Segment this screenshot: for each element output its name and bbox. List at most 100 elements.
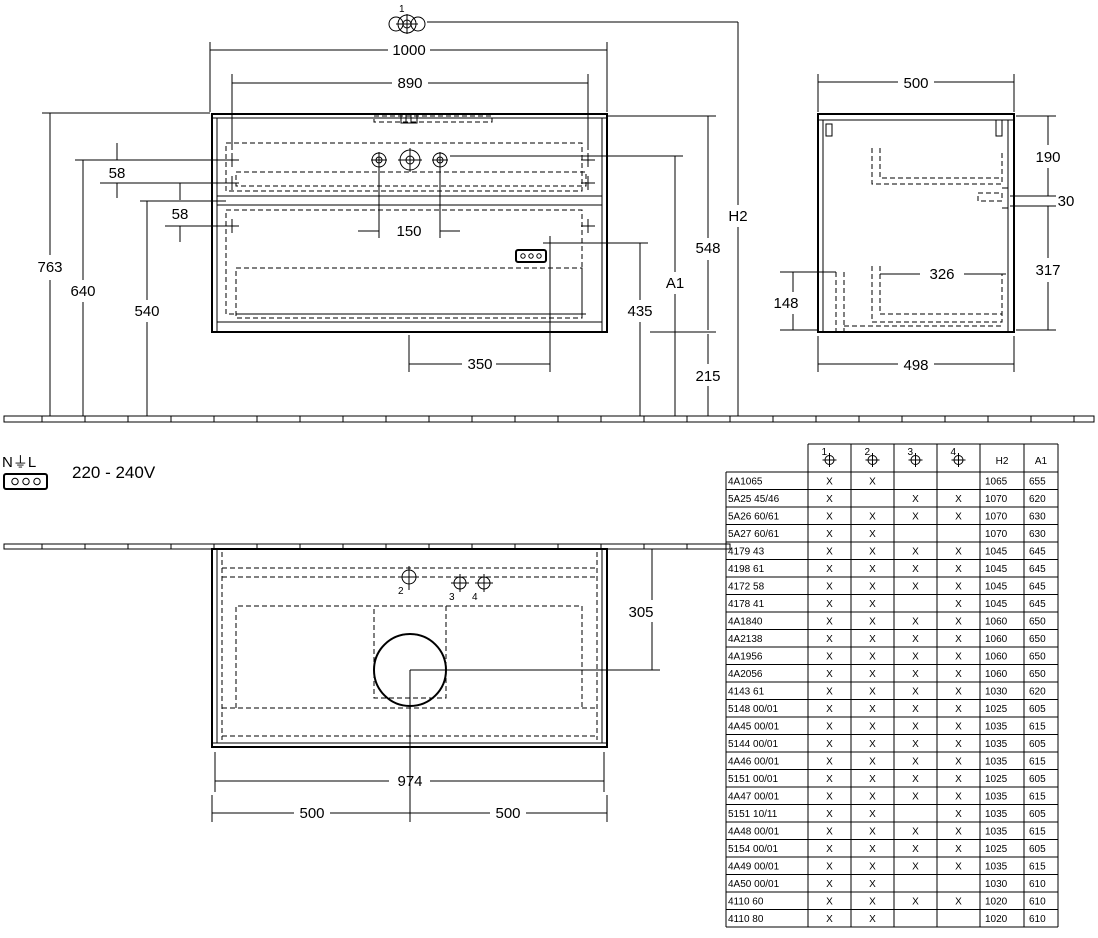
dim-top-305: 305 <box>628 604 653 621</box>
side-cabinet-outline <box>817 113 1015 333</box>
table-cell: 1020 <box>985 914 1008 925</box>
dim-a1: A1 <box>666 275 684 292</box>
table-cell: X <box>912 512 919 523</box>
table-cell: X <box>955 722 962 733</box>
table-cell: 1035 <box>985 757 1008 768</box>
dim-top-500-left: 500 <box>299 805 324 822</box>
table-cell: X <box>826 844 833 855</box>
table-cell: X <box>826 862 833 873</box>
table-cell-article: 4A2056 <box>728 669 763 680</box>
table-cell: 615 <box>1029 757 1046 768</box>
table-cell: 615 <box>1029 722 1046 733</box>
table-cell: X <box>826 652 833 663</box>
table-cell: X <box>826 494 833 505</box>
dim-540: 540 <box>134 303 159 320</box>
tap-hole-3-header-icon <box>908 453 923 467</box>
table-cell: X <box>869 617 876 628</box>
table-cell: X <box>912 687 919 698</box>
table-cell: X <box>826 687 833 698</box>
table-cell: X <box>912 739 919 750</box>
hole-label-2: 2 <box>398 586 404 597</box>
table-cell-article: 5144 00/01 <box>728 739 778 750</box>
table-cell: X <box>955 897 962 908</box>
table-cell: X <box>955 512 962 523</box>
table-cell: X <box>955 687 962 698</box>
table-cell-article: 4A46 00/01 <box>728 757 780 768</box>
table-cell: X <box>869 669 876 680</box>
table-cell: X <box>869 634 876 645</box>
mounting-point-cross <box>225 176 239 190</box>
dim-640: 640 <box>70 283 95 300</box>
table-cell: 650 <box>1029 669 1046 680</box>
table-cell: 1045 <box>985 547 1008 558</box>
dim-435: 435 <box>627 303 652 320</box>
table-cell-article: 4143 61 <box>728 687 765 698</box>
table-cell: X <box>869 704 876 715</box>
dim-top-500-right: 500 <box>495 805 520 822</box>
table-cell: 645 <box>1029 599 1046 610</box>
table-cell-article: 4A1956 <box>728 652 763 663</box>
mounting-point-cross <box>581 219 595 233</box>
table-cell: X <box>955 547 962 558</box>
table-cell: X <box>869 722 876 733</box>
table-cell: X <box>826 914 833 925</box>
table-cell: X <box>826 774 833 785</box>
dim-763: 763 <box>37 259 62 276</box>
table-cell: X <box>912 827 919 838</box>
mounting-point-cross <box>581 153 595 167</box>
table-cell: X <box>869 599 876 610</box>
table-cell: X <box>955 617 962 628</box>
table-cell: X <box>869 687 876 698</box>
dim-58-upper: 58 <box>109 165 126 182</box>
dim-h2: H2 <box>728 208 747 225</box>
hole-label-4: 4 <box>472 592 478 603</box>
table-cell: X <box>955 862 962 873</box>
table-cell: X <box>869 827 876 838</box>
table-cell-article: 5148 00/01 <box>728 704 778 715</box>
table-cell: 1025 <box>985 704 1008 715</box>
dim-side-190: 190 <box>1035 149 1060 166</box>
table-cell: X <box>869 512 876 523</box>
table-cell: 605 <box>1029 774 1046 785</box>
table-cell: X <box>869 547 876 558</box>
table-cell: X <box>826 582 833 593</box>
dim-890: 890 <box>397 75 422 92</box>
front-view: 1 1000 890 763 640 540 58 <box>37 4 748 416</box>
table-cell: 620 <box>1029 494 1046 505</box>
table-cell: X <box>912 757 919 768</box>
table-header-h2: H2 <box>996 456 1009 467</box>
table-cell: X <box>955 564 962 575</box>
table-cell-article: 4110 80 <box>728 914 764 925</box>
table-cell: X <box>869 879 876 890</box>
table-cell: X <box>826 564 833 575</box>
table-cell: X <box>869 757 876 768</box>
table-cell: 605 <box>1029 739 1046 750</box>
table-cell: 615 <box>1029 792 1046 803</box>
table-cell: 630 <box>1029 529 1046 540</box>
top-view: 2 3 4 305 974 500 500 <box>211 548 660 822</box>
table-cell: X <box>955 827 962 838</box>
table-cell: X <box>826 809 833 820</box>
table-cell: X <box>912 722 919 733</box>
floor-line-upper <box>3 415 1095 423</box>
table-cell: X <box>955 792 962 803</box>
table-cell: 615 <box>1029 827 1046 838</box>
table-cell: X <box>826 739 833 750</box>
table-cell: X <box>869 844 876 855</box>
table-cell: 605 <box>1029 704 1046 715</box>
table-cell: X <box>826 512 833 523</box>
table-cell-article: 4198 61 <box>728 564 765 575</box>
table-cell-article: 5151 00/01 <box>728 774 778 785</box>
table-cell-article: 4172 58 <box>728 582 765 593</box>
table-cell: 630 <box>1029 512 1046 523</box>
table-cell: X <box>869 914 876 925</box>
table-cell: 1060 <box>985 634 1008 645</box>
table-header-3: 3 <box>908 447 914 458</box>
